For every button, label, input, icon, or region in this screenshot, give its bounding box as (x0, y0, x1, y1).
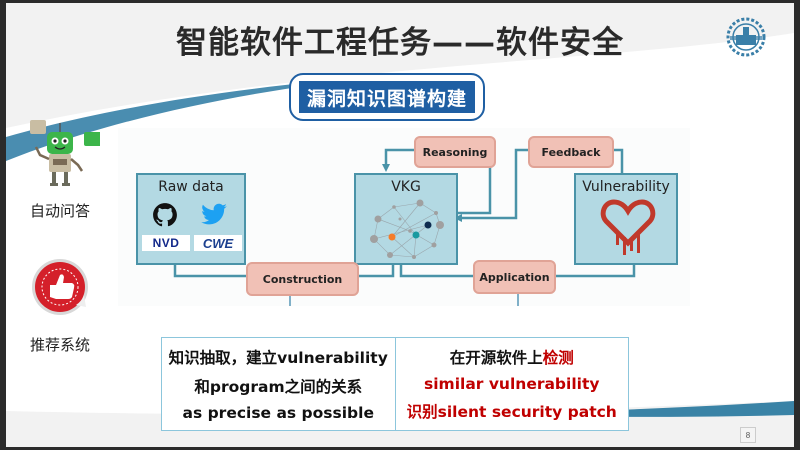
sidebar-item-recommendation: 推荐系统 (20, 255, 100, 355)
heartbleed-icon (600, 199, 656, 255)
sidebar-item-qa: 自动问答 (20, 115, 102, 221)
application-step: Application (473, 260, 556, 294)
knowledge-graph-icon (370, 199, 444, 259)
vkg-title: VKG (391, 179, 421, 195)
explanation-line: 在开源软件上检测 (450, 346, 574, 368)
construction-explanation: 知识抽取，建立vulnerability 和program之间的关系 as pr… (162, 338, 395, 430)
page-number: 8 (740, 427, 756, 443)
vulnerability-box: Vulnerability (574, 173, 678, 265)
twitter-icon (201, 203, 227, 225)
application-explanation: 在开源软件上检测 similar vulnerability 识别silent … (394, 338, 629, 430)
bottom-swoosh (406, 401, 794, 417)
graph-node-navy (424, 221, 432, 229)
explanation-line: similar vulnerability (424, 374, 600, 393)
nvd-logo: NVD (142, 235, 190, 251)
graph-node-teal (412, 231, 420, 239)
explanation-text: 在开源软件上 (449, 348, 543, 367)
explanation-line: 识别silent security patch (406, 403, 617, 422)
reasoning-step: Reasoning (414, 136, 496, 168)
slide: 智能软件工程任务——软件安全 漏洞知识图谱构建 自动问答 (6, 3, 794, 447)
sidebar-item-label: 推荐系统 (29, 336, 90, 354)
raw-data-title: Raw data (158, 179, 224, 195)
explanation-line: 知识抽取，建立vulnerability (168, 348, 388, 367)
construction-step: Construction (246, 262, 359, 296)
raw-data-box: Raw data NVD CWE (136, 173, 246, 265)
vkg-diagram: Raw data NVD CWE VKG (118, 128, 690, 306)
explanation-table: 知识抽取，建立vulnerability 和program之间的关系 as pr… (161, 337, 629, 431)
slide-title: 智能软件工程任务——软件安全 (176, 25, 624, 61)
graph-node-orange (388, 233, 396, 241)
recommended-thumbs-up-icon (32, 259, 88, 315)
subtitle-frame: 漏洞知识图谱构建 (289, 73, 485, 121)
cwe-logo: CWE (194, 235, 242, 251)
highlight-text: 检测 (542, 348, 574, 367)
explanation-line: 和program之间的关系 (194, 377, 363, 396)
university-logo-icon (726, 17, 766, 57)
github-icon (153, 203, 177, 227)
top-swoosh (6, 73, 426, 161)
robot-chat-icon (30, 120, 102, 186)
explanation-line: as precise as possible (182, 404, 374, 423)
sidebar-item-label: 自动问答 (29, 202, 90, 220)
vulnerability-title: Vulnerability (582, 179, 670, 195)
vkg-box: VKG (354, 173, 458, 265)
feedback-step: Feedback (528, 136, 614, 168)
subtitle: 漏洞知识图谱构建 (299, 81, 475, 113)
